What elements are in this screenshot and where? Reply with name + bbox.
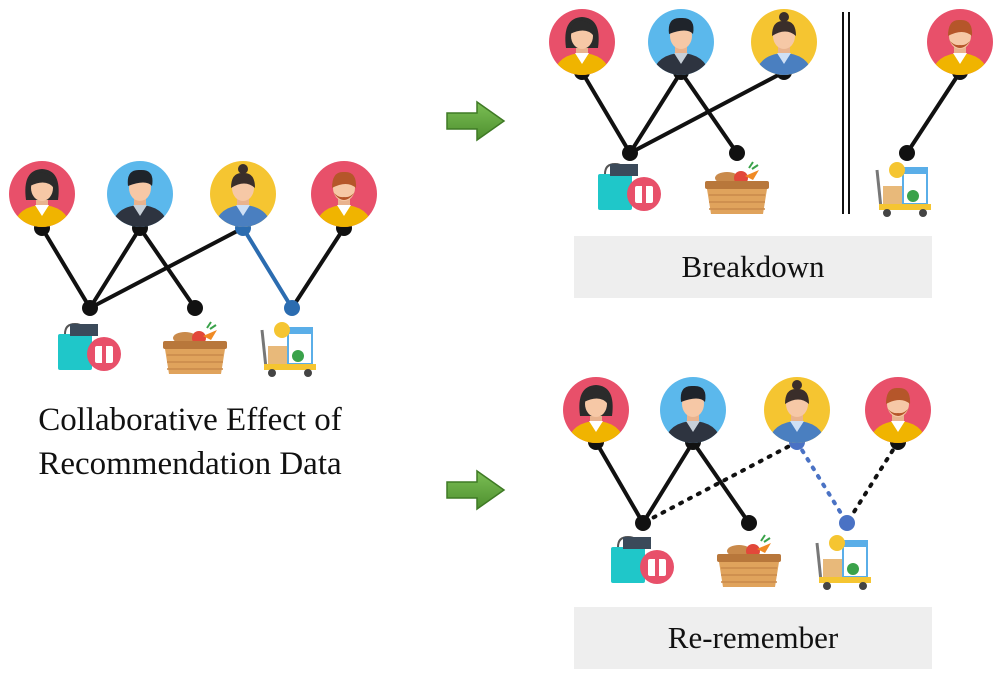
interaction-edge xyxy=(691,440,751,525)
shopping-bags-gift-icon xyxy=(58,322,121,371)
woman-avatar-icon xyxy=(9,161,75,227)
original-graph-caption: Collaborative Effect of Recommendation D… xyxy=(0,398,380,486)
interaction-edge xyxy=(580,70,632,155)
recovered-edge xyxy=(795,440,849,525)
recovered-edge xyxy=(641,440,799,525)
delivery-cart-icon xyxy=(875,162,931,217)
interaction-edge xyxy=(628,70,683,155)
caption-line-1: Collaborative Effect of xyxy=(38,402,342,438)
arrow-layer xyxy=(446,100,506,511)
man-dark-hair-avatar-icon xyxy=(660,377,726,443)
forget-item-node xyxy=(839,515,855,531)
reremember-label: Re-remember xyxy=(667,620,839,655)
woman-avatar-icon xyxy=(563,377,629,443)
breakdown-label: Breakdown xyxy=(681,249,825,284)
graph-node xyxy=(82,300,98,316)
interaction-edge xyxy=(641,440,695,525)
graph-node xyxy=(729,145,745,161)
bearded-man-avatar-icon xyxy=(865,377,931,443)
graph-node xyxy=(741,515,757,531)
food-basket-icon xyxy=(717,534,781,587)
icon-layer xyxy=(9,9,993,590)
graph-node xyxy=(622,145,638,161)
interaction-edge xyxy=(40,226,92,310)
shopping-bags-gift-icon xyxy=(611,535,674,584)
interaction-edge xyxy=(628,70,786,155)
breakdown-label-box: Breakdown xyxy=(574,236,932,298)
food-basket-icon xyxy=(163,321,227,374)
man-dark-hair-avatar-icon xyxy=(648,9,714,75)
shopping-bags-gift-icon xyxy=(598,162,661,211)
interaction-edge xyxy=(905,70,962,155)
forget-item-node xyxy=(284,300,300,316)
arrow-to-reremember-icon xyxy=(446,469,506,511)
delivery-cart-icon xyxy=(815,535,871,590)
graph-node xyxy=(899,145,915,161)
woman-ponytail-avatar-icon xyxy=(210,161,276,227)
woman-avatar-icon xyxy=(549,9,615,75)
interaction-edge xyxy=(290,226,346,310)
interaction-edge xyxy=(88,226,142,310)
forgotten-edge xyxy=(241,226,294,310)
reremember-label-box: Re-remember xyxy=(574,607,932,669)
woman-ponytail-avatar-icon xyxy=(751,9,817,75)
interaction-edge xyxy=(88,226,245,310)
man-dark-hair-avatar-icon xyxy=(107,161,173,227)
graph-node xyxy=(635,515,651,531)
bearded-man-avatar-icon xyxy=(927,9,993,75)
woman-ponytail-avatar-icon xyxy=(764,377,830,443)
bearded-man-avatar-icon xyxy=(311,161,377,227)
graph-node xyxy=(187,300,203,316)
caption-line-2: Recommendation Data xyxy=(38,446,342,482)
arrow-to-breakdown-icon xyxy=(446,100,506,142)
recovered-edge xyxy=(845,440,900,525)
food-basket-icon xyxy=(705,161,769,214)
delivery-cart-icon xyxy=(260,322,316,377)
interaction-edge xyxy=(594,440,645,525)
edge-layer xyxy=(40,12,962,525)
